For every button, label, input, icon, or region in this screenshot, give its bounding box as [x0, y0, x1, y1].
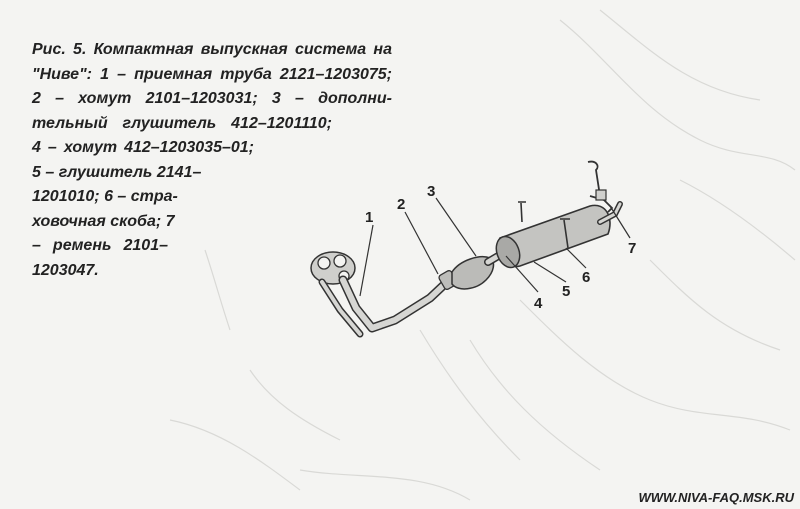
safety-bracket: [518, 201, 570, 249]
main-muffler: [495, 201, 623, 269]
background-sketch: [169, 9, 796, 501]
caption-line: 4 – хомут 412–1203035–01;: [32, 139, 254, 156]
callout-2: 2: [397, 196, 405, 213]
callout-6: 6: [582, 269, 590, 286]
caption-line: 1201010; 6 – стра-: [32, 188, 178, 205]
caption-line: тельный глушитель 412–1201110;: [32, 114, 332, 132]
caption-line: ховочная скоба; 7: [32, 212, 175, 230]
additional-silencer: [451, 248, 509, 290]
callout-4: 4: [534, 295, 543, 312]
figure-caption: Рис. 5. Компактная выпускная система на …: [32, 38, 392, 283]
leader-lines: [359, 197, 631, 297]
caption-line: – ремень 2101–: [32, 237, 168, 254]
caption-line: "Ниве": 1 – приемная труба 2121–1203075;: [32, 65, 392, 83]
caption-line: 5 – глушитель 2141–: [32, 163, 202, 181]
callout-3: 3: [427, 183, 435, 200]
callout-5: 5: [562, 283, 570, 300]
callout-7: 7: [628, 240, 636, 257]
caption-line: Рис. 5. Компактная выпускная система на: [32, 41, 392, 58]
caption-line: 2 – хомут 2101–1203031; 3 – дополни-: [32, 90, 392, 107]
source-watermark: WWW.NIVA-FAQ.MSK.RU: [638, 490, 795, 505]
callout-1: 1: [365, 209, 373, 226]
intake-pipe: [310, 251, 452, 338]
hanger-strap: [587, 160, 614, 213]
caption-line: 1203047.: [32, 261, 99, 279]
